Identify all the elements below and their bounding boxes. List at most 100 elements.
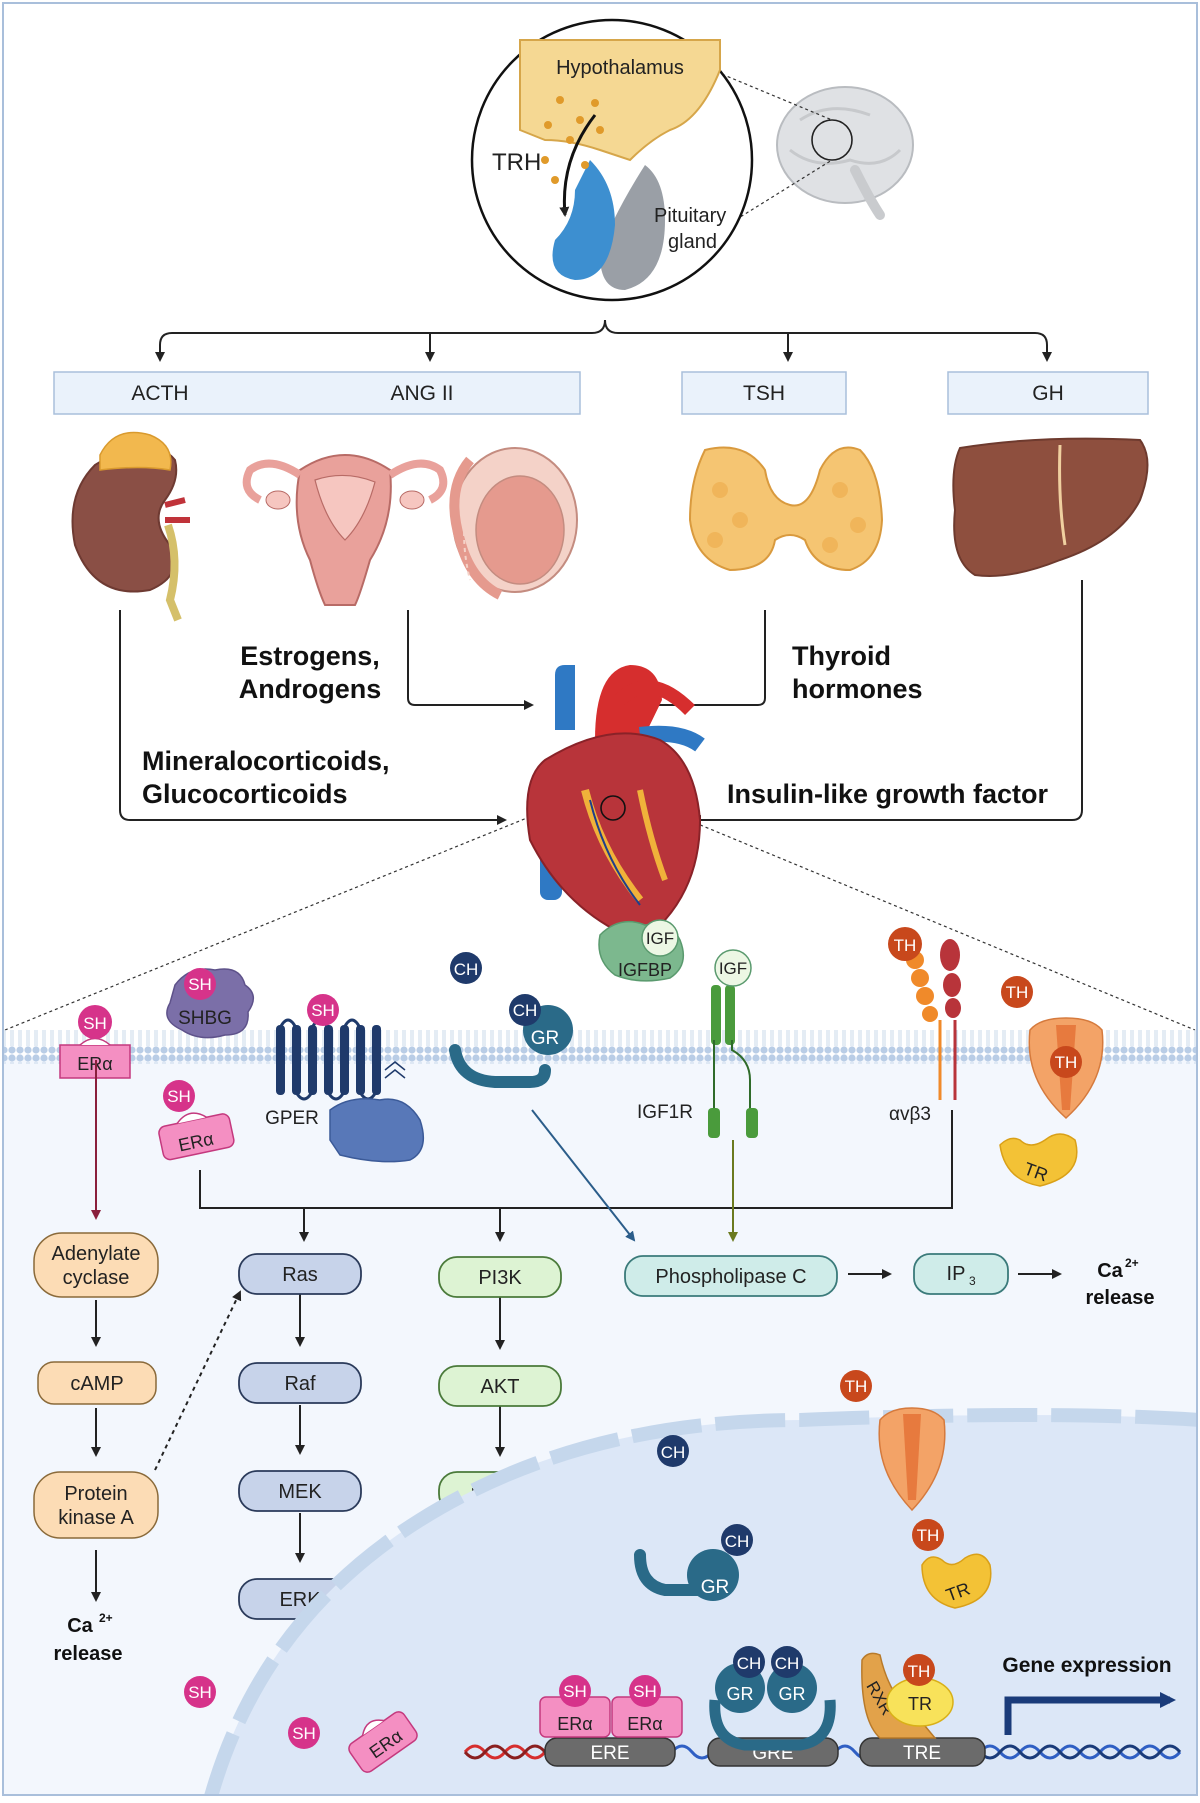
plasma-membrane (4, 1030, 1196, 1064)
er-alpha-label-4: ERα (557, 1714, 592, 1734)
zoom-line-left (4, 784, 609, 1031)
ch-ball-membrane-gr (509, 994, 541, 1026)
glucocorticoids-label: Glucocorticoids (142, 779, 348, 809)
ch-label-1: CH (454, 960, 479, 979)
mek-node (238, 1470, 362, 1512)
igf1r-receptor (708, 985, 758, 1138)
sh-ball-er-dimer-left (559, 1675, 591, 1707)
igf-label-1: IGF (646, 929, 674, 948)
membrane-gr-tail (449, 1044, 551, 1088)
ip3-subscript: 3 (969, 1274, 976, 1288)
posterior-pituitary-shape (600, 165, 665, 290)
g-protein (329, 1098, 425, 1163)
ca-superscript-right: 2+ (1125, 1256, 1139, 1270)
pka-label-line1: Protein (64, 1483, 127, 1505)
akt-label: AKT (481, 1376, 520, 1398)
sh-ball-free-1 (184, 1676, 216, 1708)
testis-illustration (449, 447, 578, 600)
ch-label-4: CH (725, 1532, 750, 1551)
cyto-gr-blob (687, 1549, 739, 1601)
phospholipase-c-node (624, 1255, 838, 1297)
th-ball-transporter (1050, 1046, 1082, 1078)
tsh-box (681, 371, 847, 415)
th-label-5: TH (917, 1526, 940, 1545)
gene-expression-arrow (1004, 1692, 1176, 1735)
hypothalamus-shape (519, 39, 721, 162)
er-alpha-label-5: ERα (627, 1714, 662, 1734)
gr-dimer-tail (709, 1699, 836, 1751)
sh-ball-shbg (184, 968, 216, 1000)
raf-label: Raf (284, 1373, 316, 1395)
tr-label-3: TR (908, 1694, 932, 1714)
ch-ball-gr-dimer-right (771, 1646, 803, 1678)
ch-ball-cyto-gr (721, 1524, 753, 1556)
ca-release-label-left: release (54, 1643, 123, 1665)
ch-label-6: CH (775, 1654, 800, 1673)
gr-label-3: GR (727, 1684, 754, 1704)
pka-label-line2: kinase A (58, 1507, 134, 1529)
gr-label-2: GR (701, 1577, 730, 1598)
sh-label-5: SH (188, 1683, 212, 1702)
tr-cytoplasm (999, 1133, 1078, 1187)
sh-ball-membrane-er (78, 1005, 112, 1039)
gper-label: GPER (265, 1108, 319, 1129)
ip3-node (913, 1253, 1009, 1295)
sh-label-6: SH (292, 1724, 316, 1743)
sh-label-4: SH (311, 1001, 335, 1020)
th-ball-tr-dna (903, 1654, 935, 1686)
tr-nuclear-entry (921, 1553, 992, 1609)
th-ball-free-3 (912, 1519, 944, 1551)
estrogens-label: Estrogens, (240, 641, 380, 671)
sh-label-2: SH (188, 975, 212, 994)
adenylate-label-line2: cyclase (63, 1267, 130, 1289)
sh-ball-er-dimer-right (629, 1675, 661, 1707)
th-label-3: TH (1055, 1053, 1078, 1072)
tsh-label: TSH (743, 382, 785, 405)
kidney-adrenal-illustration (71, 431, 190, 622)
angii-label: ANG II (390, 382, 453, 405)
thyroid-hormones-label-line2: hormones (792, 674, 923, 704)
igf-output-label: Insulin-like growth factor (727, 779, 1049, 809)
brain-zoom-circle (811, 119, 853, 161)
cytoplasmic-er-alpha (158, 1112, 235, 1161)
th-label-2: TH (1006, 983, 1029, 1002)
gr-label-4: GR (779, 1684, 806, 1704)
th-label-4: TH (845, 1377, 868, 1396)
adenylate-label-line1: Adenylate (52, 1243, 141, 1265)
trh-label: TRH (492, 149, 541, 176)
thyroid-hormones-label-line1: Thyroid (792, 641, 891, 671)
ere-element (544, 1737, 676, 1767)
sh-label-8: SH (633, 1682, 657, 1701)
shbg-label: SHBG (178, 1008, 232, 1029)
liver-illustration (952, 437, 1149, 577)
ras-label: Ras (282, 1264, 318, 1286)
tre-label: TRE (903, 1743, 941, 1764)
pituitary-branch-connector (155, 319, 1052, 362)
ca-release-label-right: release (1086, 1287, 1155, 1309)
brain-shape (776, 86, 914, 204)
th-ball-integrin (888, 927, 922, 961)
ras-node (238, 1253, 362, 1295)
igf-label-2: IGF (719, 959, 747, 978)
free-er-alpha (348, 1711, 418, 1773)
integrin-label: αvβ3 (889, 1104, 931, 1125)
gh-label: GH (1032, 382, 1064, 405)
gr-label-1: GR (531, 1028, 560, 1049)
mek-label: MEK (278, 1481, 322, 1503)
th-ball-free-1 (1001, 976, 1033, 1008)
ere-label: ERE (590, 1743, 629, 1764)
sh-ball-free-2 (288, 1717, 320, 1749)
organ-to-heart-arrows (119, 580, 1083, 825)
ch-label-3: CH (661, 1443, 686, 1462)
heart-zoom-circle (600, 795, 626, 821)
ca-label-right: Ca (1097, 1260, 1123, 1282)
adenylate-cyclase-node (33, 1232, 159, 1298)
sh-ball-cyto-er (163, 1080, 195, 1112)
uterus-ovaries-illustration (242, 454, 448, 606)
ca-superscript-left: 2+ (99, 1611, 113, 1625)
brain-inset (470, 18, 914, 302)
ch-label-2: CH (513, 1001, 538, 1020)
ch-label-5: CH (737, 1654, 762, 1673)
anterior-pituitary-shape (552, 160, 615, 280)
androgens-label: Androgens (239, 674, 382, 704)
